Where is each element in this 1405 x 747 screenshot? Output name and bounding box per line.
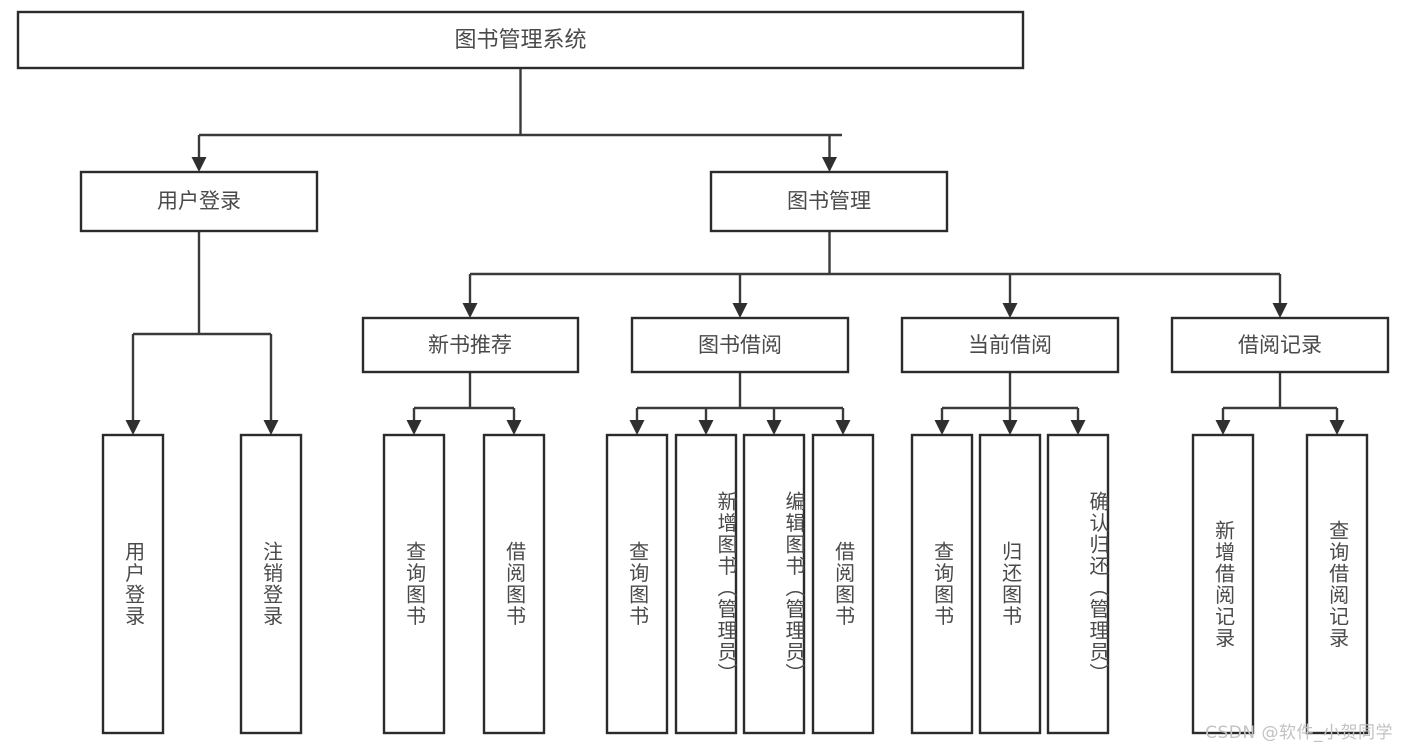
node-leaf-edit-book-box[interactable] xyxy=(742,433,806,735)
node-borrow-record-box[interactable] xyxy=(1170,316,1390,374)
arrowhead-user-login xyxy=(191,157,207,172)
node-user-login-box[interactable] xyxy=(79,170,319,233)
node-current-borrow[interactable]: 当前借阅 xyxy=(900,316,1120,374)
node-root[interactable]: 图书管理系统 xyxy=(16,10,1025,70)
node-new-book-recommend-label: 新书推荐 xyxy=(428,333,512,357)
node-root-label: 图书管理系统 xyxy=(454,28,586,53)
node-leaf-borrow-book-2-box[interactable] xyxy=(811,433,875,735)
leaf-boxes xyxy=(101,433,1369,735)
arrowhead-leaf-query-book-2 xyxy=(629,420,645,435)
node-book-borrow[interactable]: 图书借阅 xyxy=(630,316,850,374)
node-root-box[interactable] xyxy=(16,10,1025,70)
arrowhead-leaf-return-book xyxy=(1002,420,1018,435)
node-book-borrow-label: 图书借阅 xyxy=(698,333,782,357)
node-book-borrow-box[interactable] xyxy=(630,316,850,374)
arrowhead-leaf-query-record xyxy=(1329,420,1345,435)
node-user-login[interactable]: 用户登录 xyxy=(79,170,319,233)
arrowhead-leaf-user-login xyxy=(125,420,141,435)
connectors xyxy=(125,68,1345,435)
arrowhead-book-manage xyxy=(822,157,837,172)
node-current-borrow-box[interactable] xyxy=(900,316,1120,374)
arrowhead-book-borrow xyxy=(732,303,748,318)
arrowhead-leaf-borrow-book-1 xyxy=(506,420,522,435)
node-leaf-return-book-box[interactable] xyxy=(978,433,1042,735)
node-leaf-logout-box[interactable] xyxy=(239,433,303,735)
node-book-manage-box[interactable] xyxy=(709,170,949,233)
node-leaf-confirm-return-box[interactable] xyxy=(1046,433,1110,735)
arrowhead-current-borrow xyxy=(1002,303,1018,318)
node-current-borrow-label: 当前借阅 xyxy=(968,333,1052,357)
arrowhead-borrow-record xyxy=(1272,303,1288,318)
node-leaf-query-record-box[interactable] xyxy=(1305,433,1369,735)
arrowhead-leaf-add-record xyxy=(1215,420,1231,435)
arrowhead-leaf-logout xyxy=(263,420,279,435)
node-leaf-add-book-box[interactable] xyxy=(674,433,738,735)
node-book-manage-label: 图书管理 xyxy=(787,189,871,213)
node-new-book-recommend[interactable]: 新书推荐 xyxy=(361,316,580,374)
node-book-manage[interactable]: 图书管理 xyxy=(709,170,949,233)
arrowhead-leaf-query-book-1 xyxy=(406,420,422,435)
arrowhead-new-book-recommend xyxy=(462,303,478,318)
arrowhead-leaf-edit-book xyxy=(766,420,782,435)
arrowhead-leaf-borrow-book-2 xyxy=(835,420,851,435)
node-leaf-add-record-box[interactable] xyxy=(1191,433,1255,735)
node-leaf-query-book-3-box[interactable] xyxy=(910,433,974,735)
node-new-book-recommend-box[interactable] xyxy=(361,316,580,374)
node-leaf-user-login-box[interactable] xyxy=(101,433,165,735)
node-leaf-query-book-1-box[interactable] xyxy=(382,433,446,735)
node-user-login-label: 用户登录 xyxy=(157,189,241,213)
arrowhead-leaf-add-book xyxy=(698,420,714,435)
node-leaf-query-book-2-box[interactable] xyxy=(605,433,669,735)
node-borrow-record-label: 借阅记录 xyxy=(1238,333,1322,357)
arrowhead-leaf-query-book-3 xyxy=(934,420,950,435)
node-leaf-borrow-book-1-box[interactable] xyxy=(482,433,546,735)
arrowhead-leaf-confirm-return xyxy=(1070,420,1086,435)
node-borrow-record[interactable]: 借阅记录 xyxy=(1170,316,1390,374)
csdn-watermark: CSDN @软件_小贺同学 xyxy=(1205,723,1393,743)
